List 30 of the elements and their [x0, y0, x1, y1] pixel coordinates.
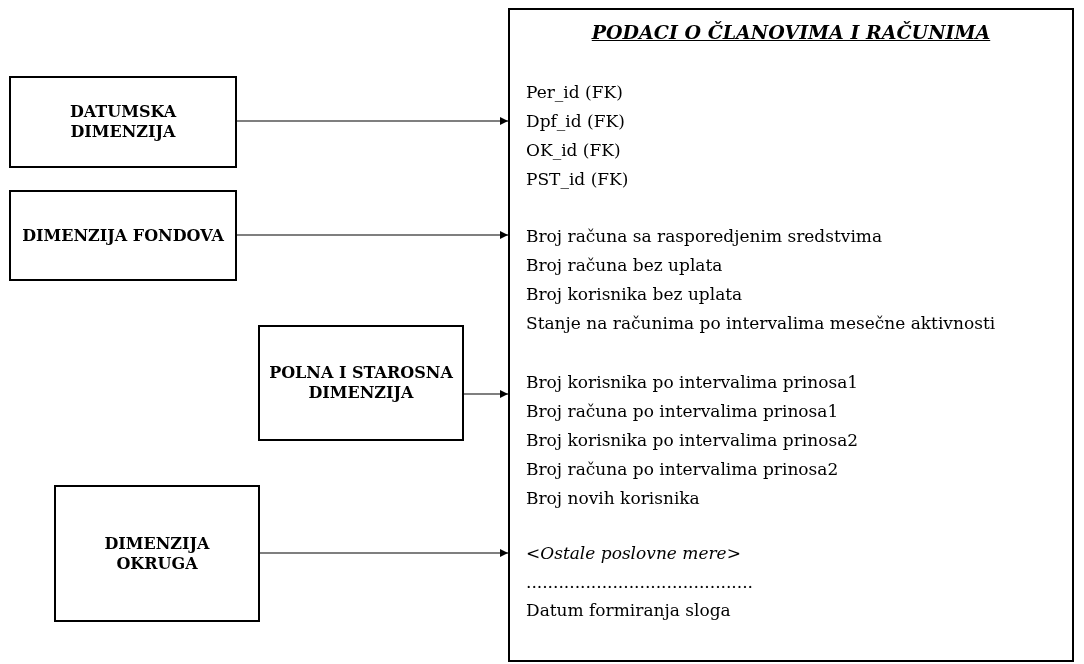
dimension-box [9, 190, 237, 281]
field-name: Broj novih korisnika [526, 487, 701, 510]
field-name: Stanje na računima po intervalima mesečne aktivnosti [526, 312, 997, 335]
field-name: Broj korisnika po intervalima prinosa1 [526, 371, 860, 394]
arrow [463, 389, 509, 399]
arrow [236, 230, 509, 240]
dotted-line: .......................................... [526, 571, 754, 594]
dimension-box [258, 325, 464, 441]
field-name: Per_id (FK) [526, 81, 624, 104]
box-label: DATUMSKA DIMENZIJA [68, 102, 178, 142]
field-name: PST_id (FK) [526, 168, 630, 191]
box-label: POLNA I STAROSNA DIMENZIJA [268, 363, 454, 403]
table-title: PODACI O ČLANOVIMA I RAČUNIMA [590, 20, 992, 45]
field-name: Broj računa bez uplata [526, 254, 724, 277]
box-label: DIMENZIJA FONDOVA [21, 225, 225, 246]
field-name: Broj računa sa rasporedjenim sredstvima [526, 225, 884, 248]
field-name: Broj korisnika po intervalima prinosa2 [526, 429, 860, 452]
table-box [508, 8, 1074, 662]
field-name: Dpf_id (FK) [526, 110, 626, 133]
arrow [259, 548, 509, 558]
field-name: OK_id (FK) [526, 139, 622, 162]
field-name: <Ostale poslovne mere> [526, 542, 742, 565]
dimension-box [9, 76, 237, 168]
field-name: Broj računa po intervalima prinosa2 [526, 458, 840, 481]
field-name: Broj korisnika bez uplata [526, 283, 744, 306]
field-name: Datum formiranja sloga [526, 599, 732, 622]
field-name: Broj računa po intervalima prinosa1 [526, 400, 840, 423]
arrow [236, 116, 509, 126]
box-label: DIMENZIJA OKRUGA [103, 533, 211, 574]
dimension-box [54, 485, 260, 622]
